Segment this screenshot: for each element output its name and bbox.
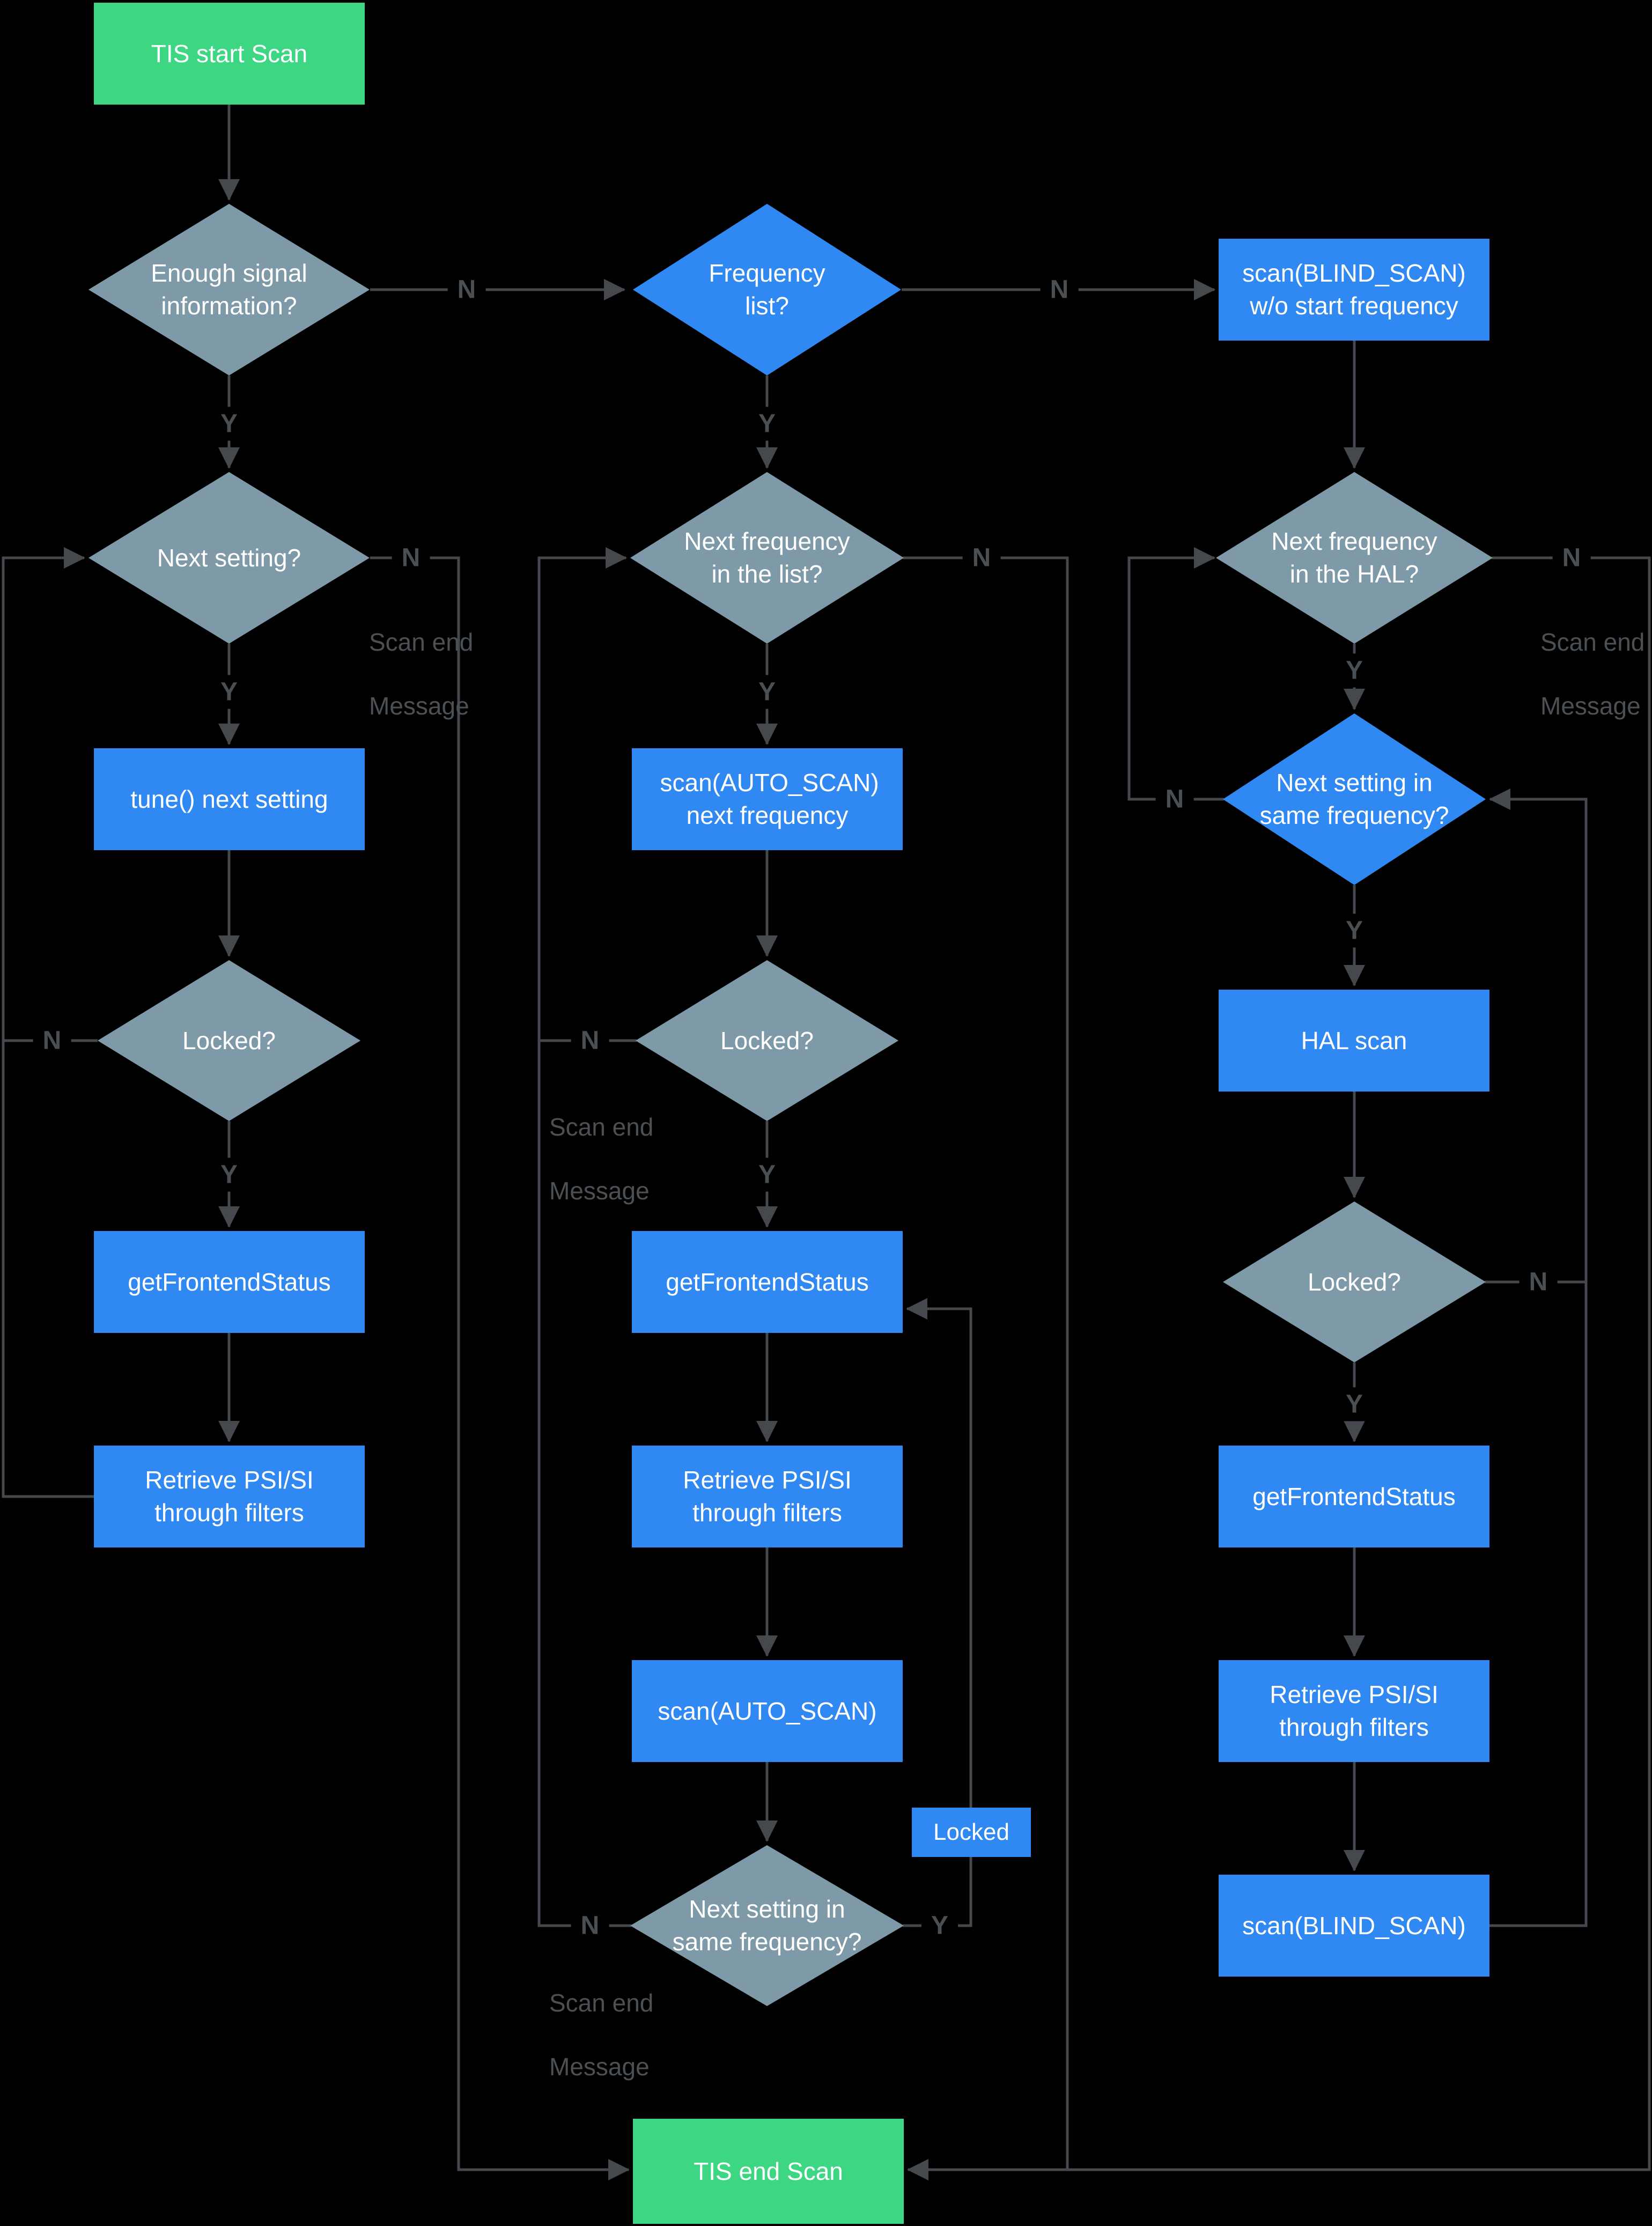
edge-label-yes: Y <box>921 1908 958 1943</box>
note-scan-end-message: Scan end Message <box>549 1955 653 2083</box>
process-retrieve-psi-left: Retrieve PSI/SI through filters <box>94 1446 365 1547</box>
node-label: Next frequency in the list? <box>684 527 850 588</box>
process-get-frontend-status-mid: getFrontendStatus <box>632 1231 903 1333</box>
edge-label-yes: Y <box>210 675 248 709</box>
node-label: getFrontendStatus <box>666 1267 869 1296</box>
edge-scan-blind-loop <box>1488 788 1588 1927</box>
node-label: Next setting? <box>157 543 301 572</box>
note-line: Scan end <box>549 1112 654 1141</box>
edge-label-no: N <box>392 541 430 575</box>
note-scan-end-message: Scan end Message <box>549 1079 653 1207</box>
tag-locked: Locked <box>912 1808 1031 1857</box>
edge-label-yes: Y <box>1336 1387 1373 1421</box>
edge-next-freq-list-no-scan-end <box>903 556 1069 2170</box>
process-get-frontend-status-left: getFrontendStatus <box>94 1231 365 1333</box>
edge-label-no: N <box>571 1023 609 1058</box>
edge-label-yes: Y <box>748 1158 786 1192</box>
node-label: TIS end Scan <box>694 2157 843 2185</box>
edge-same-freq-hal-no-loop <box>1127 547 1224 801</box>
node-label: Retrieve PSI/SI through filters <box>683 1466 852 1527</box>
node-label: Next setting in same frequency? <box>672 1895 862 1956</box>
node-tis-end-scan: TIS end Scan <box>633 2119 904 2224</box>
node-label: Locked? <box>720 1026 814 1055</box>
process-scan-blind: scan(BLIND_SCAN) <box>1219 1875 1489 1977</box>
node-label: scan(AUTO_SCAN) <box>658 1697 877 1725</box>
note-line: Message <box>549 2053 650 2081</box>
edge-label-yes: Y <box>210 1158 248 1192</box>
node-tis-start-scan: TIS start Scan <box>94 3 365 105</box>
node-label: HAL scan <box>1301 1026 1407 1055</box>
node-label: getFrontendStatus <box>128 1267 331 1296</box>
node-label: tune() next setting <box>130 785 328 813</box>
node-label: Frequency list? <box>709 259 825 320</box>
process-retrieve-psi-right: Retrieve PSI/SI through filters <box>1219 1660 1489 1762</box>
node-label: Locked? <box>182 1026 276 1055</box>
node-label: Next setting in same frequency? <box>1259 769 1449 829</box>
edge-label-no: N <box>1155 782 1194 816</box>
edge-label-no: N <box>1519 1265 1558 1299</box>
process-get-frontend-status-right: getFrontendStatus <box>1219 1446 1489 1547</box>
edge-label-no: N <box>962 541 1001 575</box>
process-scan-auto-next-frequency: scan(AUTO_SCAN) next frequency <box>632 748 903 850</box>
process-retrieve-psi-mid: Retrieve PSI/SI through filters <box>632 1446 903 1547</box>
note-line: Message <box>369 692 469 720</box>
node-label: Locked? <box>1308 1267 1401 1296</box>
note-line: Scan end <box>1540 628 1645 656</box>
edge-label-no: N <box>1040 272 1079 307</box>
edge-label-yes: Y <box>1336 653 1373 688</box>
edge-same-freq-mid-no-loop <box>537 547 631 1927</box>
note-line: Scan end <box>549 1988 654 2017</box>
edge-label-yes: Y <box>210 407 248 441</box>
edge-label-yes: Y <box>748 407 786 441</box>
note-line: Scan end <box>369 628 474 656</box>
edge-label-yes: Y <box>748 675 786 709</box>
edge-label-no: N <box>1552 541 1591 575</box>
edge-label-no: N <box>447 272 486 307</box>
node-label: scan(BLIND_SCAN) w/o start frequency <box>1242 259 1466 320</box>
node-label: TIS start Scan <box>151 39 308 68</box>
note-scan-end-message: Scan end Message <box>369 594 473 723</box>
node-label: scan(AUTO_SCAN) next frequency <box>660 769 879 829</box>
edge-retrieve-left-loop <box>2 547 94 1498</box>
node-label: Retrieve PSI/SI through filters <box>1270 1680 1439 1741</box>
process-scan-blind-wo-start-frequency: scan(BLIND_SCAN) w/o start frequency <box>1219 239 1489 341</box>
note-scan-end-message: Scan end Message <box>1540 594 1644 723</box>
process-hal-scan: HAL scan <box>1219 990 1489 1092</box>
process-scan-auto: scan(AUTO_SCAN) <box>632 1660 903 1762</box>
node-label: getFrontendStatus <box>1252 1482 1456 1510</box>
node-label: Locked <box>933 1818 1009 1845</box>
edge-label-no: N <box>571 1908 609 1943</box>
edge-label-yes: Y <box>1336 913 1373 948</box>
edge-label-no: N <box>33 1023 71 1058</box>
note-line: Message <box>549 1177 650 1205</box>
node-label: scan(BLIND_SCAN) <box>1242 1911 1466 1940</box>
process-tune-next-setting: tune() next setting <box>94 748 365 850</box>
node-label: Next frequency in the HAL? <box>1271 527 1437 588</box>
node-label: Retrieve PSI/SI through filters <box>145 1466 314 1527</box>
note-line: Message <box>1540 692 1641 720</box>
node-label: Enough signal information? <box>151 259 307 320</box>
